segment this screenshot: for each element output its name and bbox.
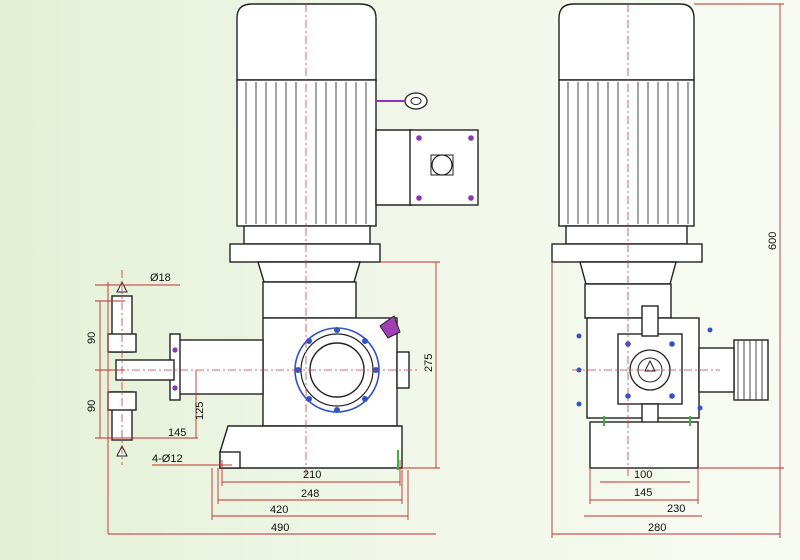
- cable-gland: [431, 154, 453, 176]
- dim-248: 248: [301, 488, 319, 500]
- dim-145: 145: [168, 427, 186, 439]
- front-view: [100, 3, 479, 478]
- base-foot-left: [219, 451, 241, 469]
- dim-600: 600: [767, 232, 779, 250]
- side-motor-body: [558, 79, 695, 227]
- dim-125: 125: [194, 402, 206, 420]
- side-motor-fins: [567, 82, 689, 224]
- side-pump-base: [589, 421, 699, 469]
- dim-holes: 4-Ø12: [152, 453, 183, 465]
- vent-knob: [379, 315, 401, 339]
- side-flow-arrow-icon: [644, 359, 656, 372]
- neck: [262, 281, 357, 319]
- dim-210: 210: [303, 469, 321, 481]
- dim-side-280: 280: [648, 522, 666, 534]
- motor-fins: [245, 82, 367, 224]
- dimension-labels: Ø18 90 90 145 125 4-Ø12 210 248 420 490 …: [86, 232, 779, 534]
- side-motor-flange: [565, 225, 688, 245]
- dimension-lines: [95, 3, 784, 538]
- motor-flange: [243, 225, 371, 245]
- motor-body: [236, 79, 377, 227]
- terminal-box: [375, 129, 413, 206]
- dim-side-230: 230: [667, 503, 685, 515]
- dim-420: 420: [270, 504, 288, 516]
- dim-lower-90: 90: [86, 400, 98, 412]
- dim-side-145: 145: [634, 487, 652, 499]
- dim-490: 490: [271, 522, 289, 534]
- liquid-end-body: [174, 339, 264, 395]
- side-view: [551, 3, 769, 478]
- stroke-adjust-knob: [733, 339, 769, 401]
- side-gearbox-flange: [551, 243, 703, 263]
- side-motor-fan-cover: [558, 3, 695, 81]
- dim-upper-90: 90: [86, 332, 98, 344]
- side-top-valve: [641, 305, 659, 337]
- gearbox-flange: [229, 243, 381, 263]
- dim-side-100: 100: [634, 469, 652, 481]
- adapter: [257, 261, 361, 283]
- pump-base: [219, 425, 403, 469]
- motor-fan-cover: [236, 3, 377, 81]
- dim-275: 275: [423, 354, 435, 372]
- dim-outlet-diameter: Ø18: [150, 272, 171, 284]
- knob-ribs: [737, 340, 763, 400]
